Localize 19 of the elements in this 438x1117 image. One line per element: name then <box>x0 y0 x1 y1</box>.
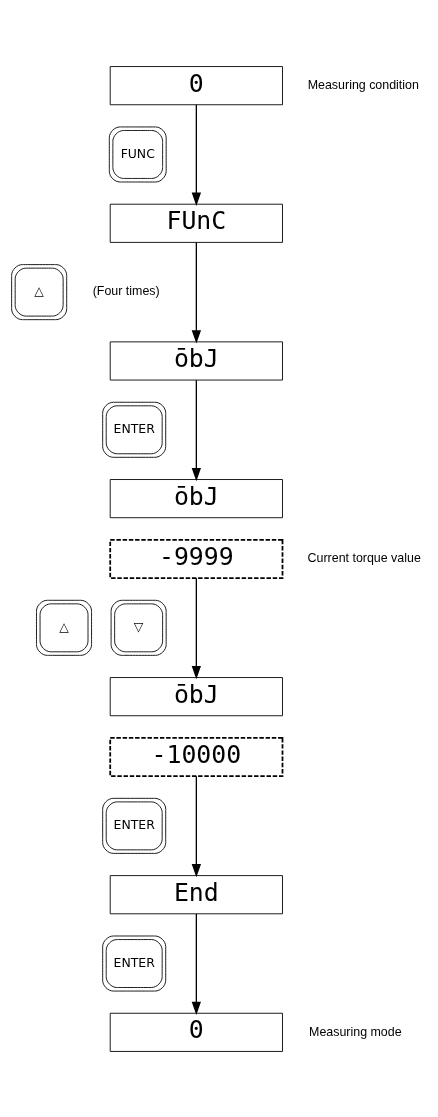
node-box: 0 <box>109 65 283 105</box>
node-label: Measuring condition <box>307 77 419 92</box>
arrow <box>191 775 201 877</box>
node-label: (Four times) <box>92 283 160 298</box>
node-label: Measuring mode <box>309 1024 402 1039</box>
node-box: -9999 <box>109 538 284 579</box>
node-box: End <box>109 874 283 914</box>
arrow <box>191 241 201 344</box>
arrow <box>191 577 201 679</box>
arrow <box>191 379 201 481</box>
node-box: ōbJ <box>109 340 283 380</box>
node-box: FUnC <box>109 203 283 243</box>
node-box: ōbJ <box>109 478 283 518</box>
node-label: Current torque value <box>307 550 421 565</box>
node-box: -10000 <box>109 736 284 777</box>
arrow <box>191 103 201 206</box>
node-box: 0 <box>109 1012 283 1052</box>
node-box: ōbJ <box>109 676 283 716</box>
arrow <box>191 912 201 1015</box>
